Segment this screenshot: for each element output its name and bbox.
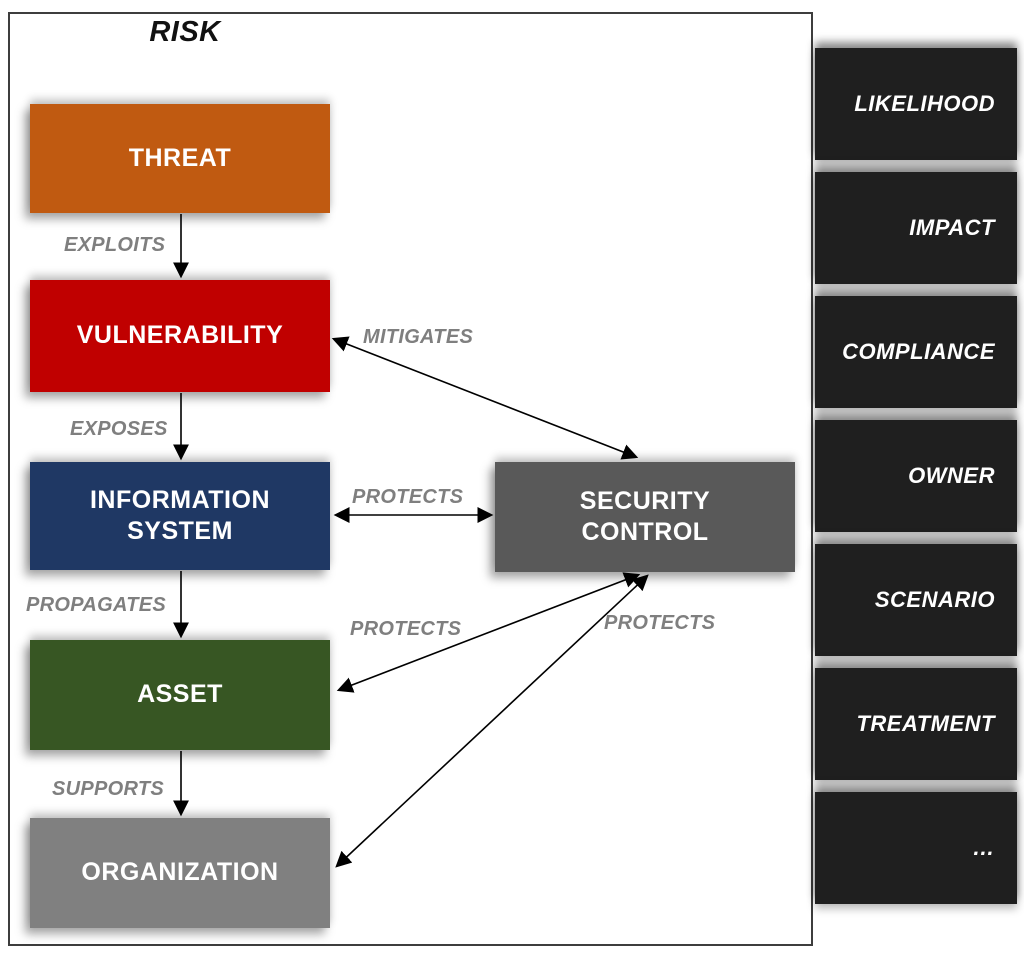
node-vulnerability-label: VULNERABILITY xyxy=(76,321,284,350)
node-threat-label: THREAT xyxy=(128,143,232,172)
node-organization-label: ORGANIZATION xyxy=(81,858,279,887)
attribute-sidebar: LIKELIHOOD IMPACT COMPLIANCE OWNER SCENA… xyxy=(815,48,1017,916)
node-vulnerability: VULNERABILITY xyxy=(30,280,330,392)
sidebar-item-more: … xyxy=(815,792,1017,904)
node-information-system-label: INFORMATION SYSTEM xyxy=(89,485,270,545)
sidebar-item-scenario: SCENARIO xyxy=(815,544,1017,656)
edge-label-protects-information-system: PROTECTS xyxy=(352,486,464,508)
sidebar-item-label: COMPLIANCE xyxy=(842,339,995,364)
node-organization: ORGANIZATION xyxy=(30,818,330,928)
diagram-title: RISK xyxy=(149,16,221,48)
node-asset-label: ASSET xyxy=(137,680,223,709)
node-threat: THREAT xyxy=(30,104,330,213)
edge-label-propagates: PROPAGATES xyxy=(26,594,167,616)
sidebar-item-compliance: COMPLIANCE xyxy=(815,296,1017,408)
edge-label-exposes: EXPOSES xyxy=(70,418,168,440)
sidebar-item-label: TREATMENT xyxy=(856,711,995,736)
sidebar-item-impact: IMPACT xyxy=(815,172,1017,284)
node-security-control: SECURITY CONTROL xyxy=(495,462,795,572)
sidebar-item-treatment: TREATMENT xyxy=(815,668,1017,780)
sidebar-item-label: IMPACT xyxy=(909,215,995,240)
node-information-system: INFORMATION SYSTEM xyxy=(30,462,330,570)
node-security-control-label: SECURITY CONTROL xyxy=(579,486,711,546)
sidebar-item-label: SCENARIO xyxy=(874,587,995,612)
edge-label-exploits: EXPLOITS xyxy=(64,234,166,256)
sidebar-item-likelihood: LIKELIHOOD xyxy=(815,48,1017,160)
sidebar-item-label: LIKELIHOOD xyxy=(854,91,995,116)
edge-label-mitigates: MITIGATES xyxy=(363,326,474,348)
sidebar-item-label: … xyxy=(972,835,995,860)
node-asset: ASSET xyxy=(30,640,330,750)
edge-label-protects-organization: PROTECTS xyxy=(604,612,716,634)
edge-label-supports: SUPPORTS xyxy=(52,778,165,800)
edge-label-protects-asset: PROTECTS xyxy=(350,618,462,640)
sidebar-item-label: OWNER xyxy=(908,463,995,488)
sidebar-item-owner: OWNER xyxy=(815,420,1017,532)
